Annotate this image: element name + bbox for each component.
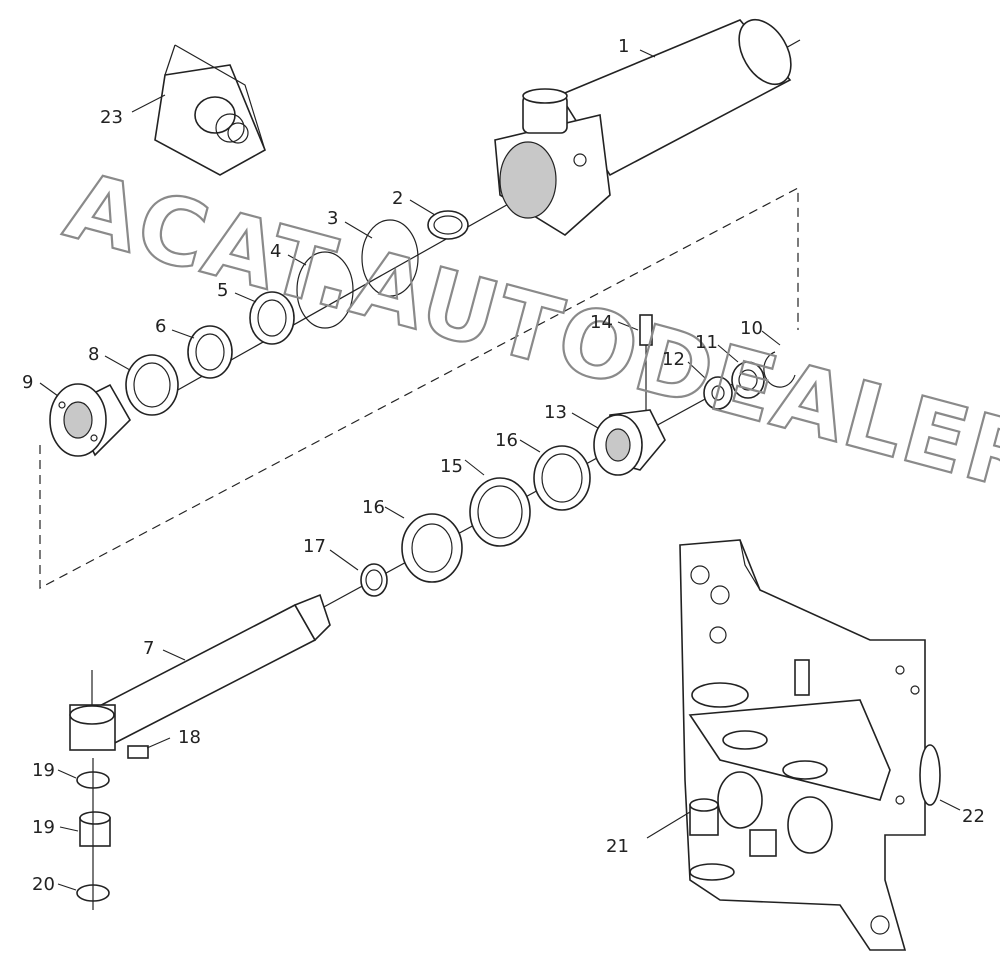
callout-14: 14 xyxy=(590,312,613,333)
part-14-bolt xyxy=(639,314,653,410)
callout-18: 18 xyxy=(178,727,201,748)
callout-labels: 1 2 3 4 5 6 7 8 9 10 11 12 13 14 15 16 1… xyxy=(22,36,985,895)
callout-9: 9 xyxy=(22,372,33,393)
callout-12: 12 xyxy=(662,349,685,370)
callout-17: 17 xyxy=(303,536,326,557)
part-4-o-ring xyxy=(296,251,354,329)
part-11-washer xyxy=(731,361,765,399)
part-13-piston xyxy=(593,409,666,476)
callout-19-upper: 19 xyxy=(32,760,55,781)
part-5-seal xyxy=(249,291,295,345)
callout-22: 22 xyxy=(962,806,985,827)
part-6-seal xyxy=(187,325,233,379)
callout-15: 15 xyxy=(440,456,463,477)
callout-20: 19 xyxy=(32,817,55,838)
callout-23: 23 xyxy=(100,107,123,128)
part-3-o-ring xyxy=(361,219,419,297)
callout-11: 11 xyxy=(695,332,718,353)
part-18-grease-fitting xyxy=(127,745,149,759)
part-1-cylinder-barrel xyxy=(494,18,792,236)
callout-10: 10 xyxy=(740,318,763,339)
callout-8: 8 xyxy=(88,344,99,365)
leader-lines xyxy=(39,49,961,891)
callout-4: 4 xyxy=(270,241,281,262)
part-15-guide-ring xyxy=(469,477,531,547)
part-23-mounting-bracket xyxy=(154,44,267,176)
callout-5: 5 xyxy=(217,280,228,301)
callout-7: 7 xyxy=(143,638,154,659)
steering-frame-assembly xyxy=(679,539,941,951)
callout-1: 1 xyxy=(618,36,629,57)
part-7-piston-rod xyxy=(69,593,331,751)
part-20-bushing xyxy=(79,811,111,847)
part-17-ring xyxy=(360,563,388,597)
part-12-nut xyxy=(703,376,733,410)
part-9-gland-nut xyxy=(49,383,131,457)
part-10-snap-ring xyxy=(763,351,796,388)
callout-16-upper: 16 xyxy=(495,430,518,451)
part-2-bushing xyxy=(427,210,469,240)
callout-3: 3 xyxy=(327,208,338,229)
callout-19-lower: 20 xyxy=(32,874,55,895)
part-8-ring xyxy=(125,354,179,416)
callout-6: 6 xyxy=(155,316,166,337)
part-16-lower-seal xyxy=(401,513,463,583)
callout-16-lower: 16 xyxy=(362,497,385,518)
callout-2: 2 xyxy=(392,188,403,209)
callout-13: 13 xyxy=(544,402,567,423)
part-16-upper-seal xyxy=(533,445,591,511)
callout-21: 21 xyxy=(606,836,629,857)
